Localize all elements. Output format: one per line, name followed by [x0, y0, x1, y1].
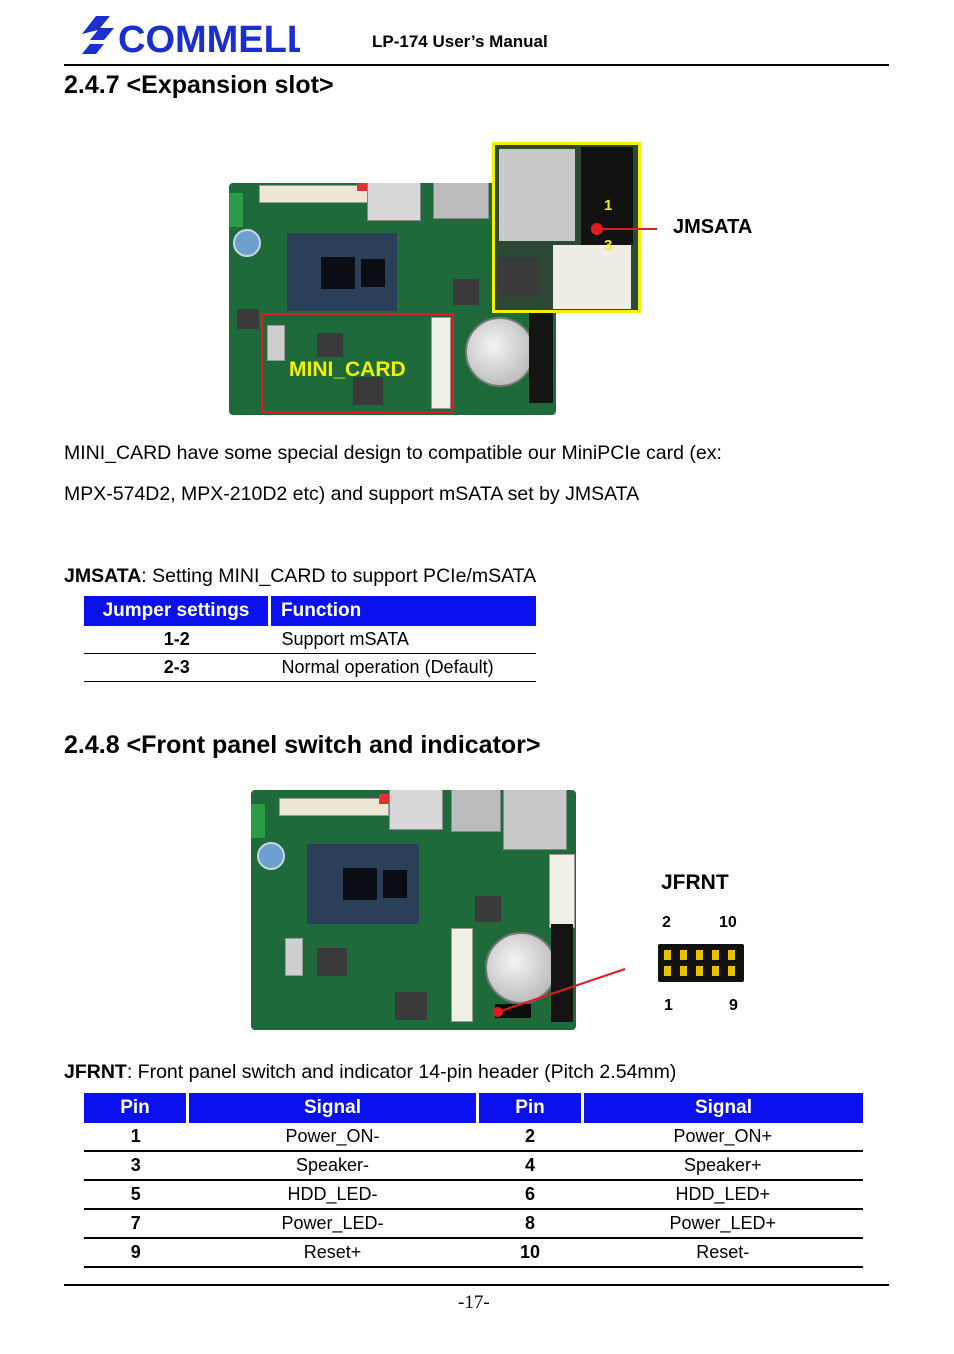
jmsata-callout-label: JMSATA [673, 216, 753, 238]
jmsata-caption-label: JMSATA [64, 565, 142, 587]
jfrnt-pointer-line [493, 968, 626, 1017]
pin-cell: 7 [84, 1209, 188, 1239]
column-header: Pin [476, 1093, 583, 1123]
jmsata-pin-3-label: 3 [604, 237, 613, 254]
mini-card-description-line-2: MPX-574D2, MPX-210D2 etc) and support mS… [64, 483, 640, 505]
table-row: 1-2 Support mSATA [84, 626, 536, 654]
signal-cell: Speaker+ [582, 1151, 863, 1181]
pin-cell: 5 [84, 1180, 188, 1210]
pin-cell: 10 [477, 1238, 583, 1268]
mini-card-highlight-box [261, 313, 454, 413]
column-header: Jumper settings [84, 596, 271, 626]
pin-cell: 4 [477, 1151, 583, 1181]
jfrnt-pin-9-label: 9 [729, 997, 738, 1014]
logo-wordmark: COMMELL [118, 19, 300, 60]
column-header: Function [269, 596, 536, 626]
pin-cell: 2 [477, 1123, 583, 1152]
signal-cell: Reset+ [187, 1238, 478, 1268]
column-header: Signal [186, 1093, 478, 1123]
pin-cell: 6 [477, 1180, 583, 1210]
commell-logo: COMMELL [74, 8, 310, 61]
jfrnt-pin-table: Pin Signal Pin Signal 1 Power_ON- 2 Powe… [84, 1093, 863, 1268]
jfrnt-caption-label: JFRNT [64, 1061, 127, 1083]
pin-cell: 3 [84, 1151, 188, 1181]
pin-cell: 1 [84, 1123, 188, 1152]
mini-card-callout-label: MINI_CARD [289, 358, 406, 381]
signal-cell: HDD_LED- [187, 1180, 478, 1210]
table-row: 5 HDD_LED- 6 HDD_LED+ [84, 1180, 863, 1210]
jmsata-pointer-line [600, 228, 657, 230]
signal-cell: Power_LED- [187, 1209, 478, 1239]
jumper-setting-cell: 2-3 [84, 653, 270, 682]
signal-cell: Power_LED+ [582, 1209, 863, 1239]
jmsata-jumper-table: Jumper settings Function 1-2 Support mSA… [84, 596, 536, 682]
jmsata-caption-desc: : Setting MINI_CARD to support PCIe/mSAT… [141, 565, 537, 587]
signal-cell: Speaker- [187, 1151, 478, 1181]
signal-cell: Reset- [582, 1238, 863, 1268]
jfrnt-pin-1-label: 1 [664, 997, 673, 1014]
column-header: Pin [84, 1093, 188, 1123]
mini-card-description-line-1: MINI_CARD have some special design to co… [64, 442, 722, 464]
table-header-row: Pin Signal Pin Signal [84, 1093, 863, 1123]
table-row: 9 Reset+ 10 Reset- [84, 1238, 863, 1268]
signal-cell: HDD_LED+ [582, 1180, 863, 1210]
table-row: 7 Power_LED- 8 Power_LED+ [84, 1209, 863, 1239]
function-cell: Support mSATA [269, 626, 536, 654]
table-row: 3 Speaker- 4 Speaker+ [84, 1151, 863, 1181]
jfrnt-caption-desc: : Front panel switch and indicator 14-pi… [126, 1061, 677, 1083]
jmsata-highlight-box: 1 3 [492, 142, 641, 313]
pin-cell: 8 [477, 1209, 583, 1239]
jfrnt-pin-header-diagram [658, 944, 744, 982]
board-photo-front-panel [251, 790, 576, 1030]
header-divider [64, 64, 889, 66]
pin-cell: 9 [84, 1238, 188, 1268]
jmsata-pin-1-label: 1 [604, 197, 613, 214]
jfrnt-caption: JFRNT: Front panel switch and indicator … [64, 1052, 676, 1093]
jmsata-setting-caption: JMSATA: Setting MINI_CARD to support PCI… [64, 556, 536, 597]
table-row: 1 Power_ON- 2 Power_ON+ [84, 1123, 863, 1152]
jfrnt-pin-10-label: 10 [719, 914, 737, 931]
column-header: Signal [581, 1093, 863, 1123]
section-heading-front-panel: 2.4.8 <Front panel switch and indicator> [64, 731, 541, 759]
footer-divider [64, 1284, 889, 1286]
jfrnt-callout-label: JFRNT [661, 871, 729, 894]
table-header-row: Jumper settings Function [84, 596, 536, 626]
signal-cell: Power_ON- [187, 1123, 478, 1152]
jfrnt-pin-2-label: 2 [662, 914, 671, 931]
section-heading-expansion-slot: 2.4.7 <Expansion slot> [64, 71, 334, 99]
signal-cell: Power_ON+ [582, 1123, 863, 1152]
function-cell: Normal operation (Default) [269, 653, 536, 682]
jmsata-pointer-dot [591, 223, 603, 235]
page-number: -17- [458, 1292, 490, 1313]
jumper-setting-cell: 1-2 [84, 626, 270, 654]
table-row: 2-3 Normal operation (Default) [84, 653, 536, 682]
manual-title: LP-174 User’s Manual [372, 32, 548, 51]
